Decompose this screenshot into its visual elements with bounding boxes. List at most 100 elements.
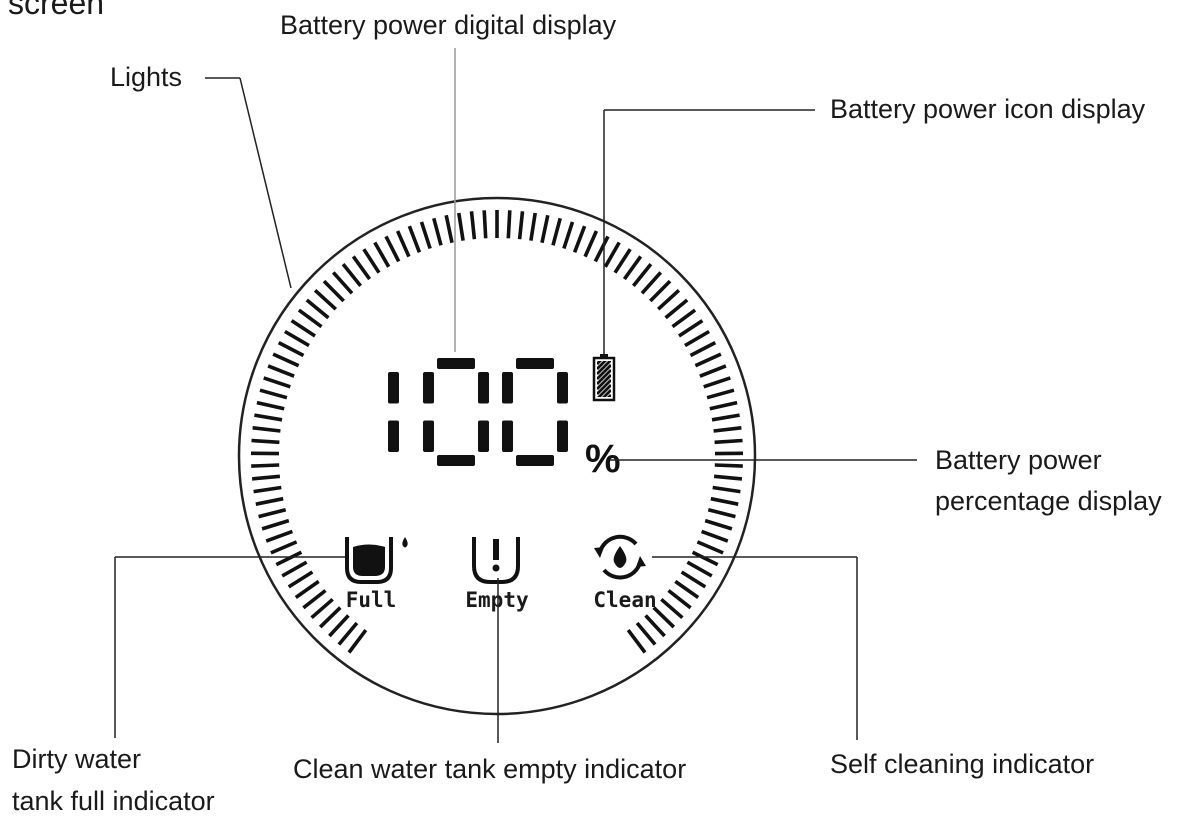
light-tick [640, 271, 663, 295]
light-tick [635, 621, 657, 646]
light-tick [384, 235, 401, 263]
light-tick [254, 413, 283, 422]
light-tick [711, 413, 740, 422]
light-tick [277, 341, 305, 358]
segment-b [388, 372, 399, 404]
clean-tank-empty-icon [472, 537, 520, 584]
light-tick [709, 400, 738, 411]
light-tick [347, 629, 368, 654]
light-tick [261, 518, 290, 531]
light-tick [270, 540, 298, 555]
light-tick [251, 463, 280, 468]
display-outline [237, 196, 757, 716]
segment-d [437, 455, 475, 466]
light-tick [256, 400, 285, 411]
light-tick [331, 271, 354, 295]
digit-2 [423, 358, 489, 466]
light-tick [694, 352, 722, 368]
light-tick [707, 507, 736, 519]
light-tick [649, 279, 672, 303]
leader-lines [114, 48, 917, 743]
light-tick [275, 550, 303, 567]
light-tick [712, 485, 741, 494]
light-tick [318, 606, 342, 629]
light-tick [444, 214, 454, 244]
battery-icon [592, 354, 616, 402]
light-tick [593, 235, 610, 263]
light-tick [678, 319, 704, 338]
segment-b [557, 372, 568, 404]
light-tick [310, 597, 334, 620]
light-tick [258, 507, 287, 519]
lights-ring [250, 210, 744, 654]
light-tick [302, 589, 327, 610]
light-tick [287, 570, 314, 589]
light-tick [328, 614, 350, 638]
light-tick [251, 474, 281, 481]
light-tick [469, 211, 477, 240]
segment-c [478, 420, 489, 452]
light-tick [263, 376, 291, 389]
light-tick [482, 210, 488, 239]
light-tick [529, 212, 537, 241]
clean-indicator-label: Clean [593, 588, 656, 612]
segment-b [478, 372, 489, 404]
light-tick [706, 388, 735, 400]
light-tick [691, 550, 719, 567]
light-tick [660, 597, 684, 620]
light-tick [622, 255, 643, 281]
light-tick [432, 217, 443, 246]
light-tick [283, 329, 310, 348]
label-percentage-line1: Battery power [935, 445, 1102, 475]
label-self-cleaning: Self cleaning indicator [830, 749, 1094, 779]
digit-3 [502, 358, 568, 466]
segment-a [437, 358, 475, 369]
light-tick [674, 579, 700, 599]
light-tick [572, 225, 587, 253]
label-clean-empty: Clean water tank empty indicator [293, 754, 686, 784]
dirty-tank-full-icon [345, 537, 408, 584]
light-tick [689, 341, 717, 358]
light-tick [322, 279, 345, 303]
light-tick [407, 225, 422, 253]
segment-c [388, 420, 399, 452]
label-percentage-line2: percentage display [935, 486, 1162, 516]
light-tick [373, 241, 391, 268]
lights-leader [239, 77, 292, 289]
segment-c [557, 420, 568, 452]
light-tick [703, 376, 731, 389]
light-tick [251, 438, 280, 445]
light-tick [252, 426, 281, 433]
light-tick [613, 248, 632, 274]
light-tick [294, 579, 320, 599]
light-tick [259, 388, 288, 400]
light-tick [253, 485, 282, 494]
battery-digital-display [388, 358, 568, 466]
light-tick [696, 540, 724, 555]
full-indicator-label: Full [346, 588, 397, 612]
segment-e [502, 420, 513, 452]
battery-level-fill [597, 361, 611, 397]
light-tick [583, 230, 599, 258]
light-tick [506, 210, 512, 239]
light-tick [656, 288, 681, 311]
light-tick [664, 298, 689, 320]
segment-a [516, 358, 554, 369]
segment-f [502, 372, 513, 404]
percent-symbol: % [585, 437, 621, 481]
light-tick [337, 621, 359, 646]
segment-f [423, 372, 434, 404]
light-tick [341, 262, 363, 288]
light-tick [713, 474, 743, 481]
light-tick [652, 606, 676, 629]
light-tick [700, 529, 729, 543]
light-tick [290, 319, 316, 338]
light-tick [265, 529, 294, 543]
light-tick [714, 463, 743, 468]
light-tick [710, 496, 739, 506]
digit-1 [388, 372, 399, 452]
label-dirty-line1: Dirty water [12, 744, 141, 774]
light-tick [517, 211, 525, 240]
light-tick [540, 214, 550, 244]
